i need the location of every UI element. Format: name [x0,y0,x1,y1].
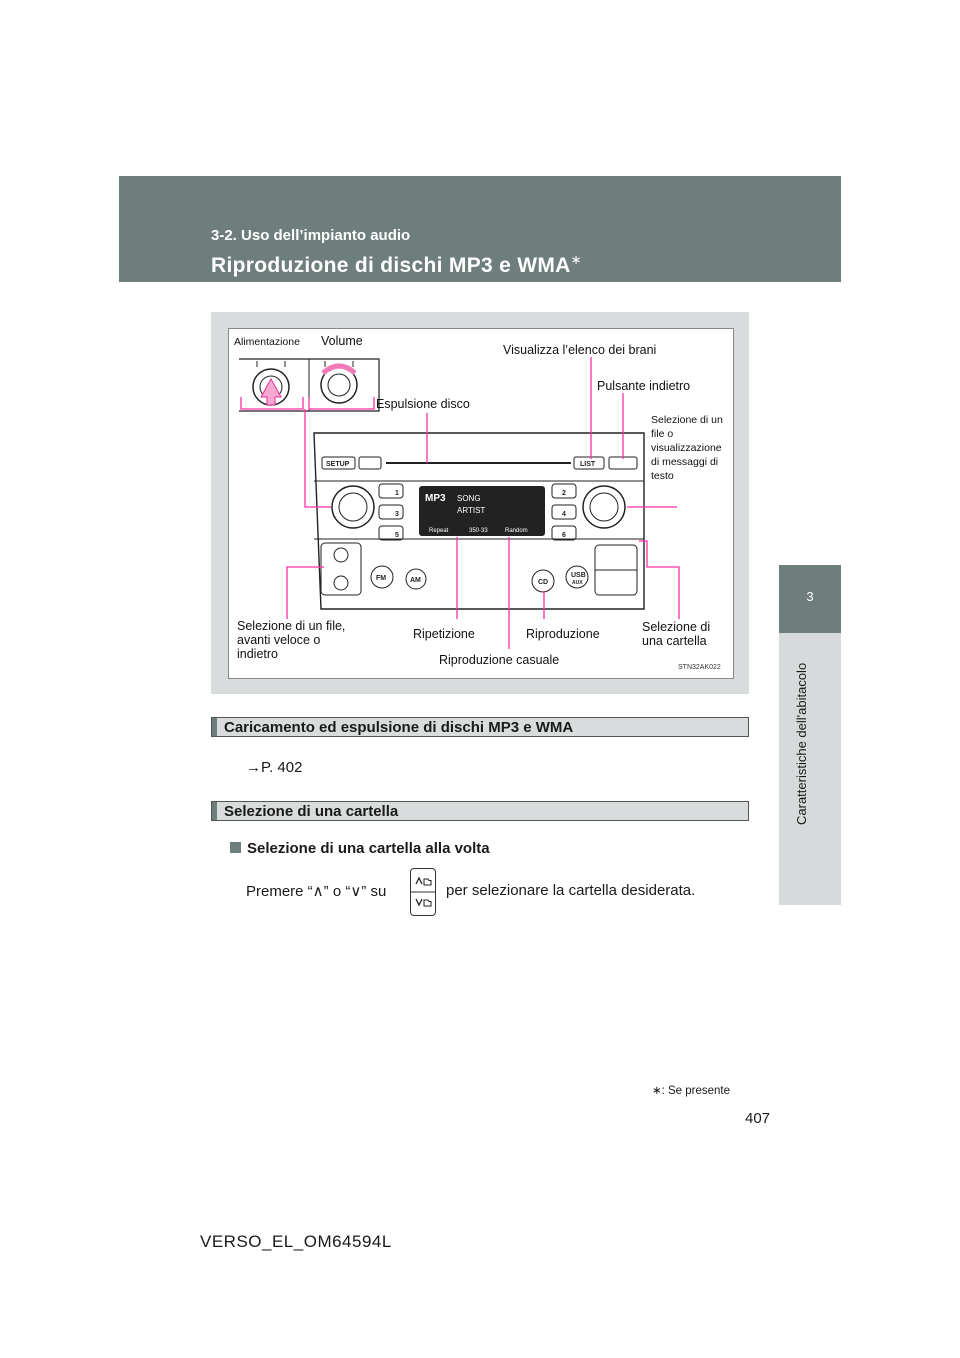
screen-time: 350·33 [469,528,488,534]
label-volume: Volume [321,334,363,348]
preset-2: 2 [562,490,566,497]
audio-unit-drawing: SETUP LIST FM AM CD USB AUX 1 3 5 2 4 6 … [239,357,680,649]
folder-up-down-button-icon [410,868,436,916]
page-title: Riproduzione di dischi MP3 e WMA∗ [211,252,582,277]
label-selezione-file-testo: Selezione di un file o visualizzazione d… [651,414,723,482]
preset-6: 6 [562,532,566,539]
label-selezione-cartella: Selezione di una cartella [642,620,711,648]
list-button-label: LIST [580,461,596,468]
label-avanti-veloce: Selezione di un file, avanti veloce o in… [237,619,346,661]
rotate-arrow-icon [321,363,357,375]
page-number: 407 [745,1110,771,1127]
callout-lines [240,357,680,649]
label-visualizza-brani: Visualizza l’elenco dei brani [503,343,657,357]
screen-artist: ARTIST [457,506,485,515]
display-screen [419,486,545,536]
figure-code: STN32AK022 [678,664,721,671]
folder-arrow-icon [411,876,435,907]
section-heading-cartella: Selezione di una cartella [211,801,749,821]
subsection-heading: Selezione di una cartella alla volta [230,840,490,857]
setup-button-label: SETUP [326,461,350,468]
square-bullet-icon [230,842,241,853]
heading-accent [212,802,217,820]
label-alimentazione: Alimentazione [234,336,300,348]
footnote: ∗: Se presente [651,1085,730,1097]
label-riproduzione: Riproduzione [526,627,600,641]
fm-button-label: FM [376,575,386,582]
am-button-label: AM [410,577,421,584]
preset-3: 3 [395,511,399,518]
preset-1: 1 [395,490,399,497]
audio-unit-body [313,432,645,610]
audio-unit-figure: SETUP LIST FM AM CD USB AUX 1 3 5 2 4 6 … [228,328,734,679]
heading-accent [212,718,217,736]
optional-mark: ∗ [570,252,582,267]
screen-repeat: Repeat [429,528,449,534]
label-ripetizione: Ripetizione [413,627,475,641]
page-header-band [119,176,841,282]
chapter-tab-label: Caratteristiche dell'abitacolo [794,662,809,825]
usb-button-label: USB [571,572,586,579]
screen-mp3: MP3 [425,493,446,504]
label-riproduzione-casuale: Riproduzione casuale [439,653,560,667]
label-espulsione: Espulsione disco [376,397,470,411]
document-id: VERSO_EL_OM64594L [200,1232,392,1251]
section-heading-caricamento: Caricamento ed espulsione di dischi MP3 … [211,717,749,737]
page-reference-link[interactable]: →P. 402 [246,759,303,776]
preset-4: 4 [562,511,566,518]
cd-button-label: CD [538,579,548,586]
chapter-tab: 3 [779,565,841,633]
label-pulsante-indietro: Pulsante indietro [597,379,691,393]
screen-song: SONG [457,494,481,503]
screen-random: Random [505,528,528,534]
press-arrow-icon [260,377,282,406]
section-label: 3-2. Uso dell’impianto audio [211,227,411,244]
knob-inset [239,358,380,412]
instruction-text-end: per selezionare la cartella desiderata. [446,882,696,899]
chapter-tab-bar [779,633,841,905]
preset-5: 5 [395,532,399,539]
instruction-text-start: Premere “∧” o “∨” su [246,883,387,900]
aux-button-label: AUX [572,580,583,586]
